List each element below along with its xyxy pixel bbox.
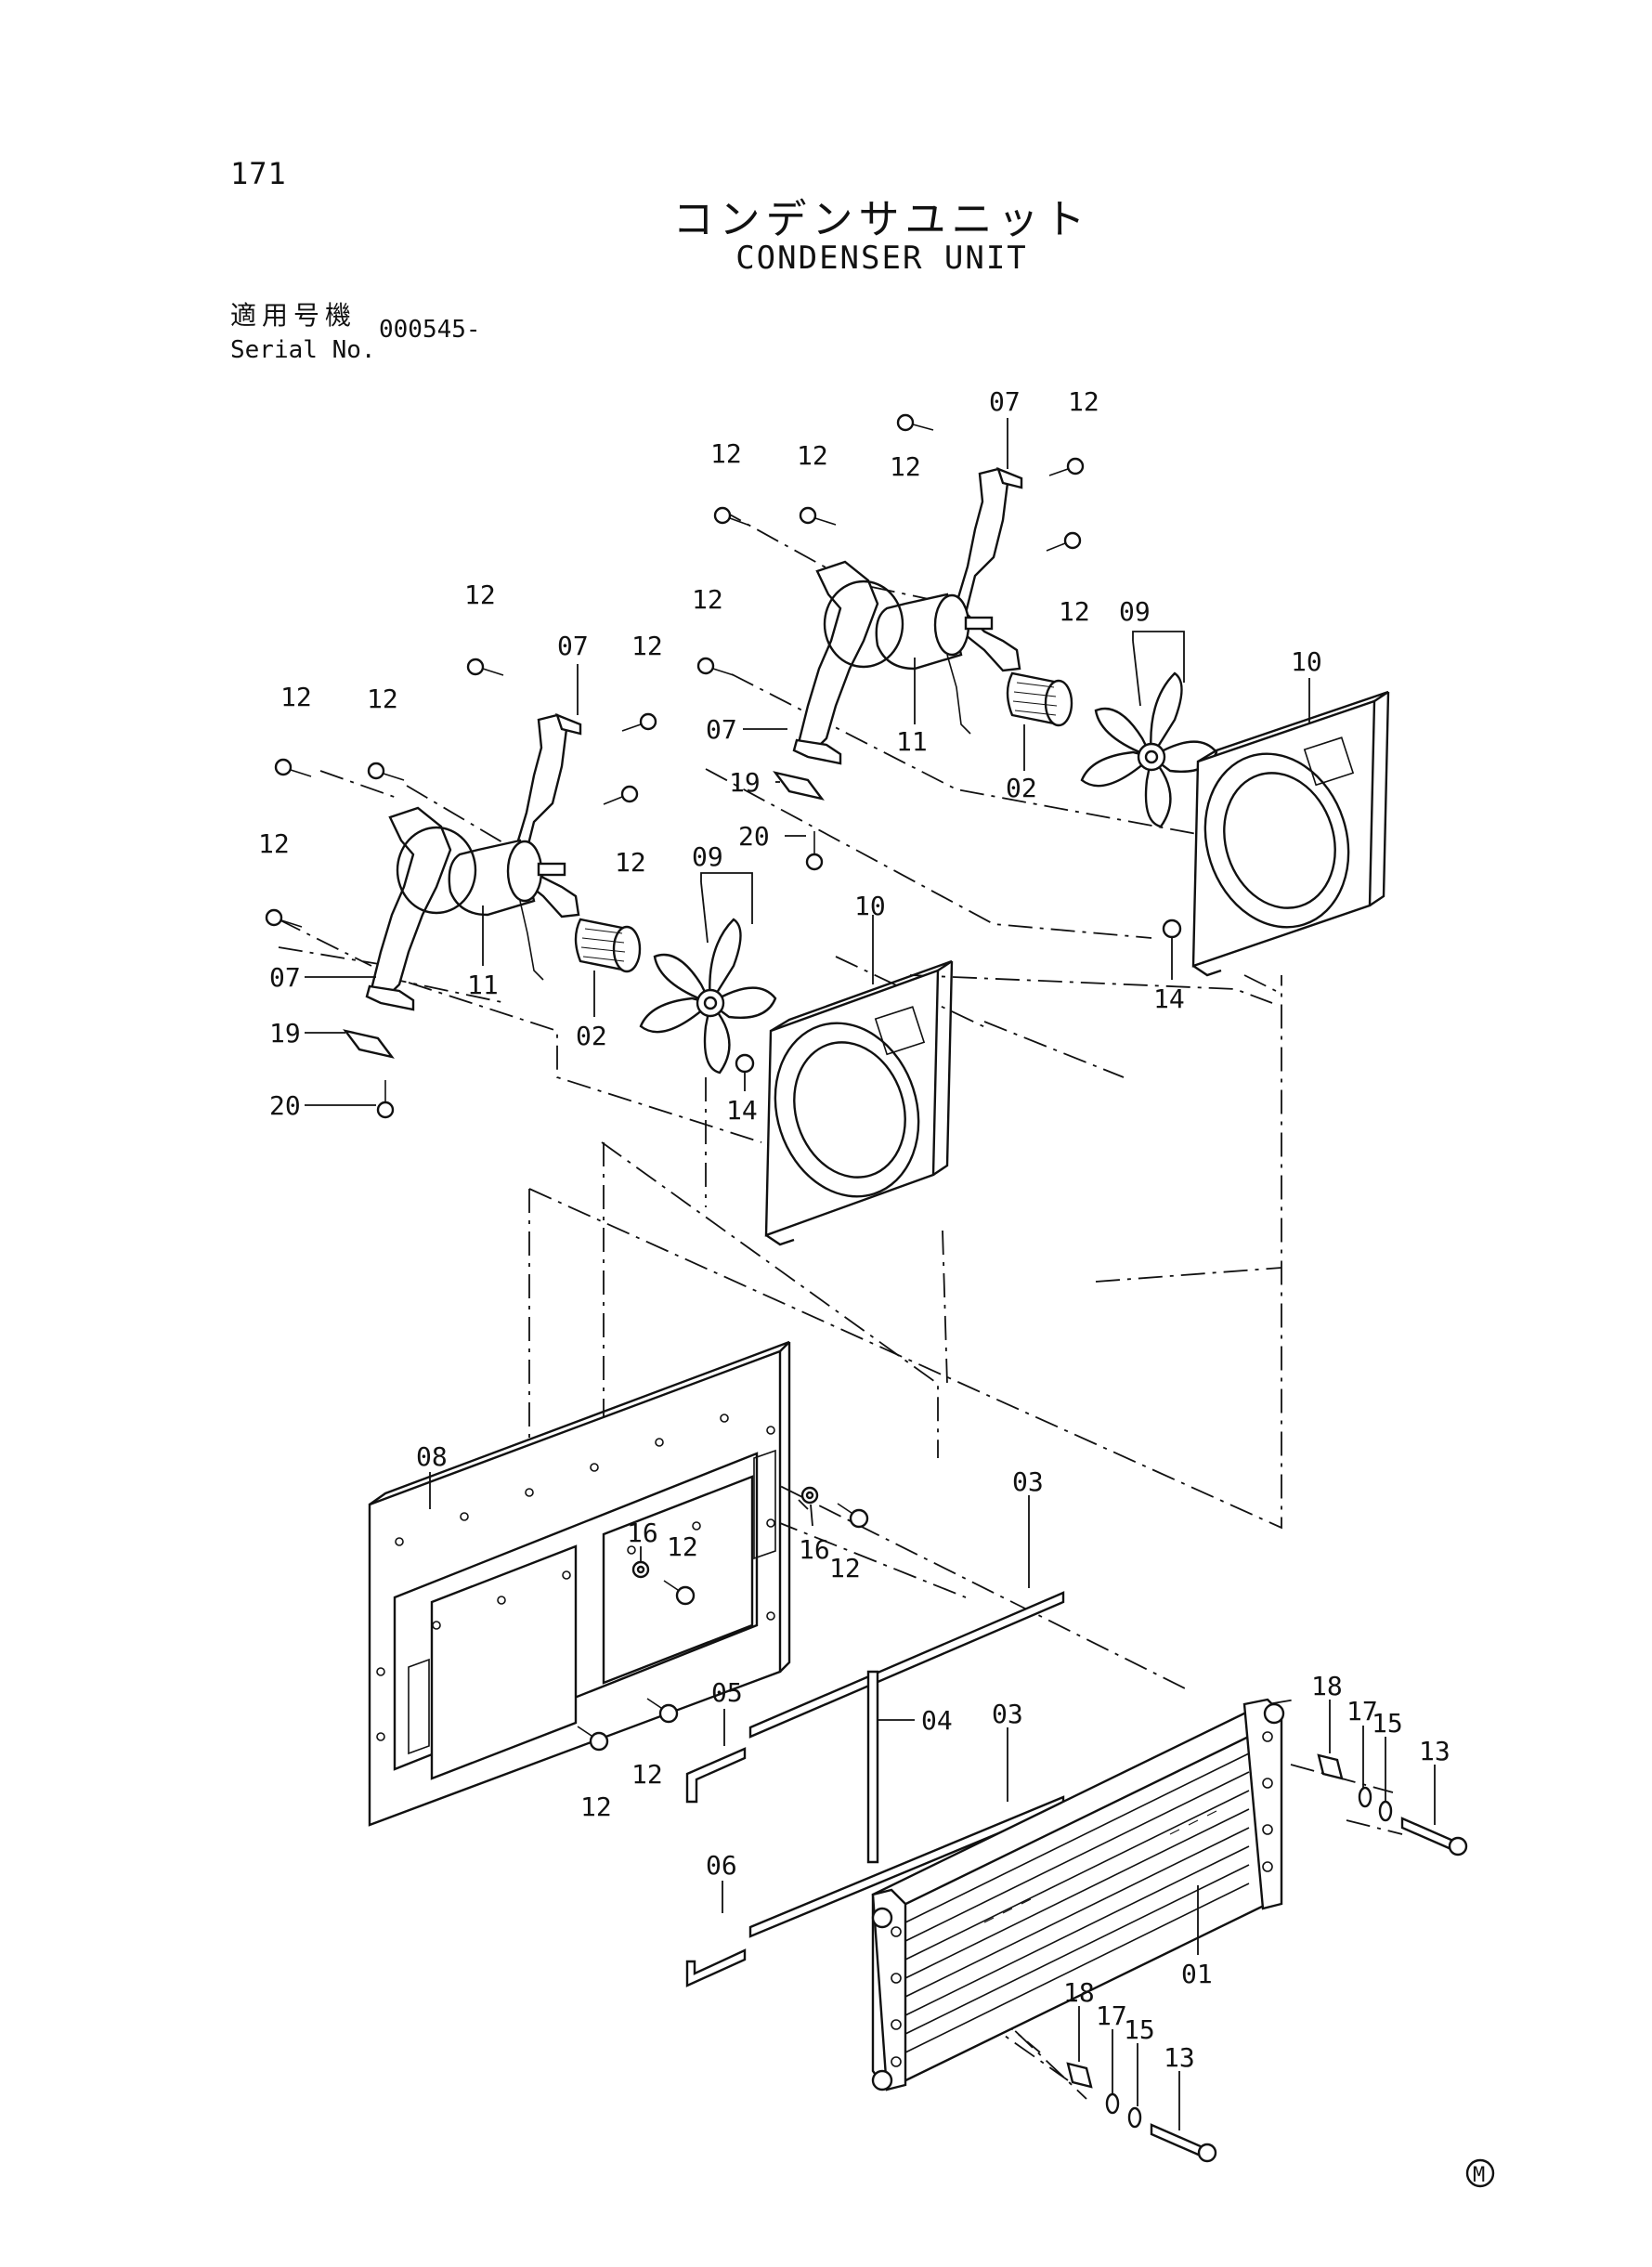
serial-label-japanese: 適用号機 — [230, 300, 358, 331]
callout-10: 10 — [854, 891, 886, 921]
callout-12: 12 — [1068, 386, 1099, 417]
callout-15: 15 — [1124, 2014, 1155, 2045]
callout-12: 12 — [615, 847, 646, 878]
callout-17: 17 — [1096, 2000, 1127, 2031]
callout-04: 04 — [921, 1705, 953, 1736]
condenser-core-01 — [871, 1698, 1285, 2091]
callout-15: 15 — [1372, 1708, 1403, 1739]
fan-assembly-right — [696, 413, 1390, 977]
callout-06: 06 — [706, 1850, 737, 1881]
callout-08: 08 — [416, 1441, 448, 1472]
callout-01: 01 — [1181, 1959, 1213, 1989]
callout-09: 09 — [1119, 596, 1151, 627]
callout-12: 12 — [631, 1759, 663, 1790]
assembly-lines — [278, 508, 1403, 2100]
callout-05: 05 — [711, 1677, 743, 1708]
callout-18: 18 — [1063, 1977, 1095, 2008]
bolts-12-right — [696, 413, 1085, 676]
callout-07: 07 — [989, 386, 1021, 417]
page-title: CONDENSER UNIT — [735, 240, 1028, 277]
callout-16: 16 — [627, 1518, 658, 1548]
callout-07: 07 — [557, 631, 589, 661]
callout-20: 20 — [738, 821, 770, 852]
callout-13: 13 — [1164, 2042, 1195, 2073]
seals — [685, 1591, 1065, 1987]
callout-18: 18 — [1311, 1671, 1343, 1701]
serial-number-range: 000545- — [379, 316, 481, 344]
callout-10: 10 — [1291, 646, 1322, 677]
callout-12: 12 — [710, 438, 742, 469]
callout-12: 12 — [464, 580, 496, 610]
callout-14: 14 — [1153, 984, 1185, 1014]
callout-02: 02 — [576, 1021, 607, 1051]
frame-08 — [368, 1340, 869, 1827]
callout-12: 12 — [692, 584, 723, 615]
callout-12: 12 — [631, 631, 663, 661]
hardware-bottom — [1066, 2062, 1217, 2163]
callout-02: 02 — [1006, 773, 1037, 803]
page-title-japanese: コンデンサユニット — [672, 196, 1091, 243]
callout-12: 12 — [829, 1553, 861, 1583]
callout-03: 03 — [1012, 1466, 1044, 1497]
callout-12: 12 — [258, 828, 290, 859]
callout-07: 07 — [706, 714, 737, 745]
callout-13: 13 — [1419, 1736, 1450, 1766]
callout-12: 12 — [580, 1791, 612, 1822]
footer-mark: M — [1465, 2158, 1495, 2188]
leader-lines — [305, 418, 1436, 2130]
callout-16: 16 — [799, 1534, 830, 1565]
callout-12: 12 — [797, 440, 828, 471]
callout-03: 03 — [992, 1699, 1023, 1729]
callout-19: 19 — [269, 1018, 301, 1049]
serial-label: Serial No. — [230, 336, 376, 364]
callout-12: 12 — [280, 682, 312, 712]
callout-17: 17 — [1346, 1696, 1378, 1726]
bolts-12-left — [265, 658, 657, 928]
footer-mark-letter: M — [1473, 2164, 1485, 2187]
callout-11: 11 — [467, 970, 499, 1000]
callout-20: 20 — [269, 1090, 301, 1121]
callout-07: 07 — [269, 962, 301, 993]
callout-labels: 07 12 12 12 12 12 09 10 12 11 02 07 19 2… — [258, 386, 1450, 2073]
fan-assembly-left — [265, 658, 954, 1246]
callout-12: 12 — [667, 1531, 698, 1562]
callout-14: 14 — [726, 1095, 758, 1126]
callout-12: 12 — [367, 684, 398, 714]
callout-19: 19 — [729, 767, 761, 798]
callout-11: 11 — [896, 726, 928, 757]
callout-12: 12 — [890, 451, 921, 482]
hardware-right — [1317, 1753, 1468, 1857]
page-number: 171 — [230, 156, 287, 191]
callout-12: 12 — [1059, 596, 1090, 627]
callout-09: 09 — [692, 841, 723, 872]
